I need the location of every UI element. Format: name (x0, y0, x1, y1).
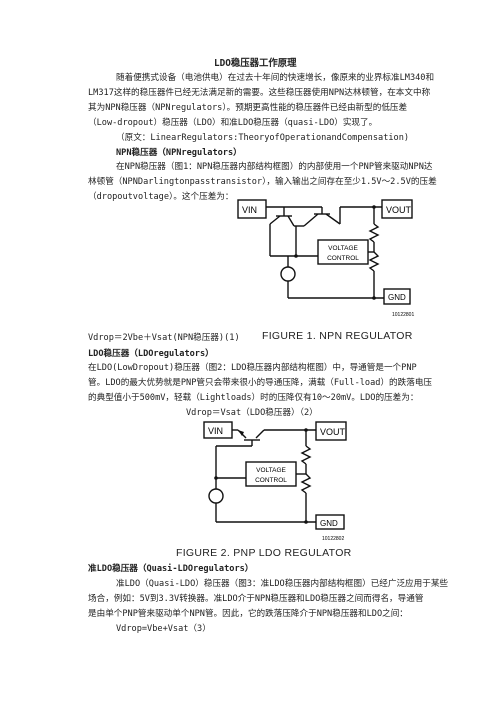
fig1-control-label-1: VOLTAGE (328, 245, 358, 252)
doc-title: LDO稳压器工作原理 (214, 58, 297, 69)
fig1-vout-label: VOUT (386, 205, 412, 215)
npn-heading: NPN稳压器（NPNregulators） (116, 148, 242, 158)
intro-line-3: 其为NPN稳压器（NPNregulators）。预期更高性能的稳压器件已经由新型… (88, 103, 408, 113)
intro-line-2: LM317这样的稳压器件已经无法满足新的需要。这些稳压器使用NPN达林顿管，在本… (88, 88, 431, 98)
fig1-gnd-label: GND (388, 293, 406, 302)
quasi-text-3: 是由单个PNP管来驱动单个NPN管。因此，它的跌落压降介于NPN稳压器和LDO之… (88, 609, 408, 619)
npn-text-2: 林顿管（NPNDarlingtonpasstransistor），输入输出之间存… (88, 177, 437, 187)
quasi-heading: 准LDO稳压器（Quasi-LDOregulators） (88, 564, 254, 574)
fig2-control-label-2: CONTROL (255, 477, 287, 484)
figure1-schematic: VIN VOUT VOLTAGE CONTROL GND 10122801 (237, 199, 414, 318)
ldo-text-2: 管。LDO的最大优势就是PNP管只会带来很小的导通压降，满载（Full-load… (88, 378, 433, 388)
intro-line-1: 随着便携式设备（电池供电）在过去十年间的快速增长，像原来的业界标准LM340和 (116, 73, 435, 83)
fig1-code: 10122801 (392, 312, 414, 318)
quasi-text-1: 准LDO（Quasi-LDO）稳压器（图3：准LDO稳压器内部结构框图）已经广泛… (116, 579, 449, 589)
npn-text-1: 在NPN稳压器（图1：NPN稳压器内部结构框图）的内部使用一个PNP管来驱动NP… (116, 162, 433, 172)
intro-line-4: （Low-dropout）稳压器（LDO）和准LDO稳压器（quasi-LDO）… (88, 118, 378, 128)
ldo-heading: LDO稳压器（LDOregulators） (88, 349, 214, 359)
quasi-formula: Vdrop=Vbe+Vsat（3） (116, 624, 211, 634)
figure2-caption: FIGURE 2. PNP LDO REGULATOR (176, 547, 352, 559)
ldo-formula: Vdrop＝Vsat（LDO稳压器）（2） (186, 408, 318, 418)
fig2-vout-label: VOUT (320, 427, 346, 437)
fig1-control-label-2: CONTROL (327, 255, 359, 262)
fig2-code: 10122802 (322, 536, 344, 542)
npn-formula: Vdrop＝2Vbe＋Vsat(NPN稳压器)(1) (88, 333, 240, 343)
ldo-text-1: 在LDO(LowDropout)稳压器（图2：LDO稳压器内部结构框图）中，导通… (88, 363, 417, 373)
fig2-gnd-label: GND (320, 519, 338, 528)
fig2-vin-label: VIN (208, 426, 223, 436)
ldo-text-3: 的典型值小于500mV，轻载（Lightloads）时的压降仅有10～20mV。… (88, 393, 419, 403)
fig2-control-label-1: VOLTAGE (256, 467, 286, 474)
fig1-vin-label: VIN (242, 205, 257, 215)
figure1-caption: FIGURE 1. NPN REGULATOR (262, 330, 413, 342)
source-note: （原文：LinearRegulators:TheoryofOperationan… (116, 133, 410, 143)
npn-text-3: （dropoutvoltage）。这个压差为： (88, 192, 234, 202)
figure2-schematic: VIN VOUT VOLTAGE CONTROL GND 10122802 (203, 421, 347, 542)
quasi-text-2: 场合，例如：5V到3.3V转换器。准LDO介于NPN稳压器和LDO稳压器之间而得… (88, 594, 424, 604)
